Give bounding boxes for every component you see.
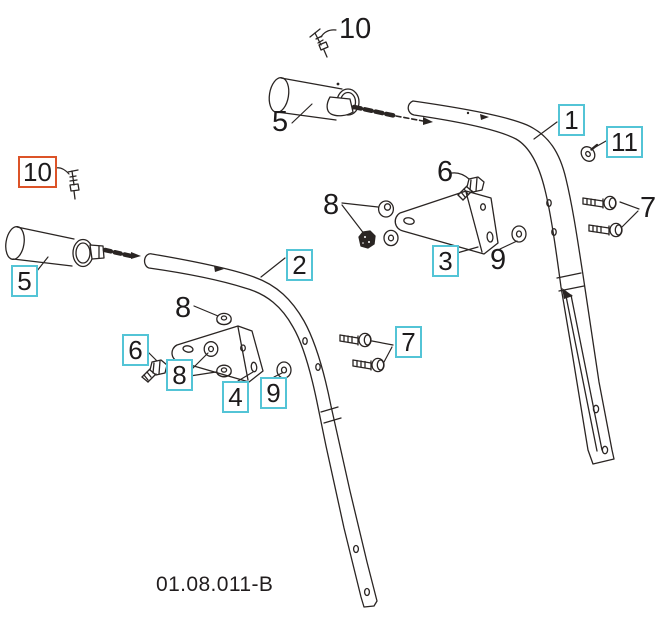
screw-7-upper-a [582, 195, 617, 211]
screw-7-lower-b [352, 357, 385, 373]
callout-2[interactable]: 2 [286, 249, 313, 281]
callout-10-lower[interactable]: 10 [18, 156, 57, 188]
bracket-3 [394, 190, 499, 255]
callout-5-upper[interactable]: 5 [272, 106, 289, 138]
callout-8-lower[interactable]: 8 [166, 359, 193, 391]
leader-lines [32, 29, 640, 382]
flange-nut-8-lower [216, 364, 232, 378]
mount-rod-upper [351, 104, 433, 125]
callout-4[interactable]: 4 [222, 381, 249, 413]
bolt-6-lower [141, 359, 168, 383]
screw-7-upper-b [588, 222, 623, 238]
screw-10-left [67, 169, 80, 200]
callout-1[interactable]: 1 [558, 104, 585, 136]
callout-7-upper[interactable]: 7 [640, 192, 657, 224]
handlebar-tube-1 [407, 100, 615, 465]
bolt-6-upper [457, 176, 485, 201]
callout-5-lower[interactable]: 5 [11, 265, 38, 297]
callout-9-lower[interactable]: 9 [260, 377, 287, 409]
washer-9-lower [276, 361, 292, 379]
washer-8-upper [383, 229, 399, 247]
diagram-code: 01.08.011-B [156, 573, 274, 596]
callout-3[interactable]: 3 [432, 245, 459, 277]
callout-10-upper[interactable]: 10 [339, 13, 372, 45]
screw-10-upper [309, 28, 329, 58]
locknut-8-upper [358, 230, 376, 249]
handlebar-tube-2 [143, 253, 378, 608]
flange-nut-8-mid [216, 312, 232, 326]
washer-8-lower [203, 341, 219, 357]
screw-7-lower-a [339, 332, 372, 348]
callout-9-upper[interactable]: 9 [490, 244, 507, 276]
callout-8-mid[interactable]: 8 [175, 292, 192, 324]
callout-6-upper[interactable]: 6 [437, 156, 454, 188]
callout-6-lower[interactable]: 6 [122, 334, 149, 366]
callout-8-upper[interactable]: 8 [323, 189, 340, 221]
callout-7-lower[interactable]: 7 [395, 326, 422, 358]
callout-11[interactable]: 11 [606, 126, 643, 158]
flange-nut-8-upper [377, 200, 395, 218]
grip-lower [5, 225, 105, 268]
washer-9-upper [511, 225, 527, 243]
grip-upper [268, 77, 360, 121]
mount-rod-lower [102, 247, 141, 259]
